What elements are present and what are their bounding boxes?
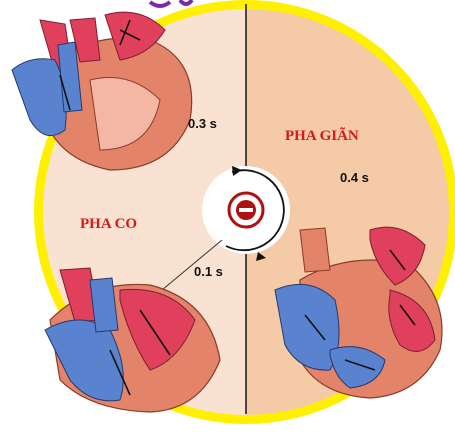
relaxation-phase-label: PHA GIÃN (285, 126, 359, 144)
duration-right: 0.4 s (340, 170, 369, 185)
title-fragment (150, 0, 192, 6)
contraction-phase-label: PHA CO (80, 216, 137, 232)
duration-upper-left: 0.3 s (188, 116, 217, 131)
duration-lower-left: 0.1 s (194, 264, 223, 279)
